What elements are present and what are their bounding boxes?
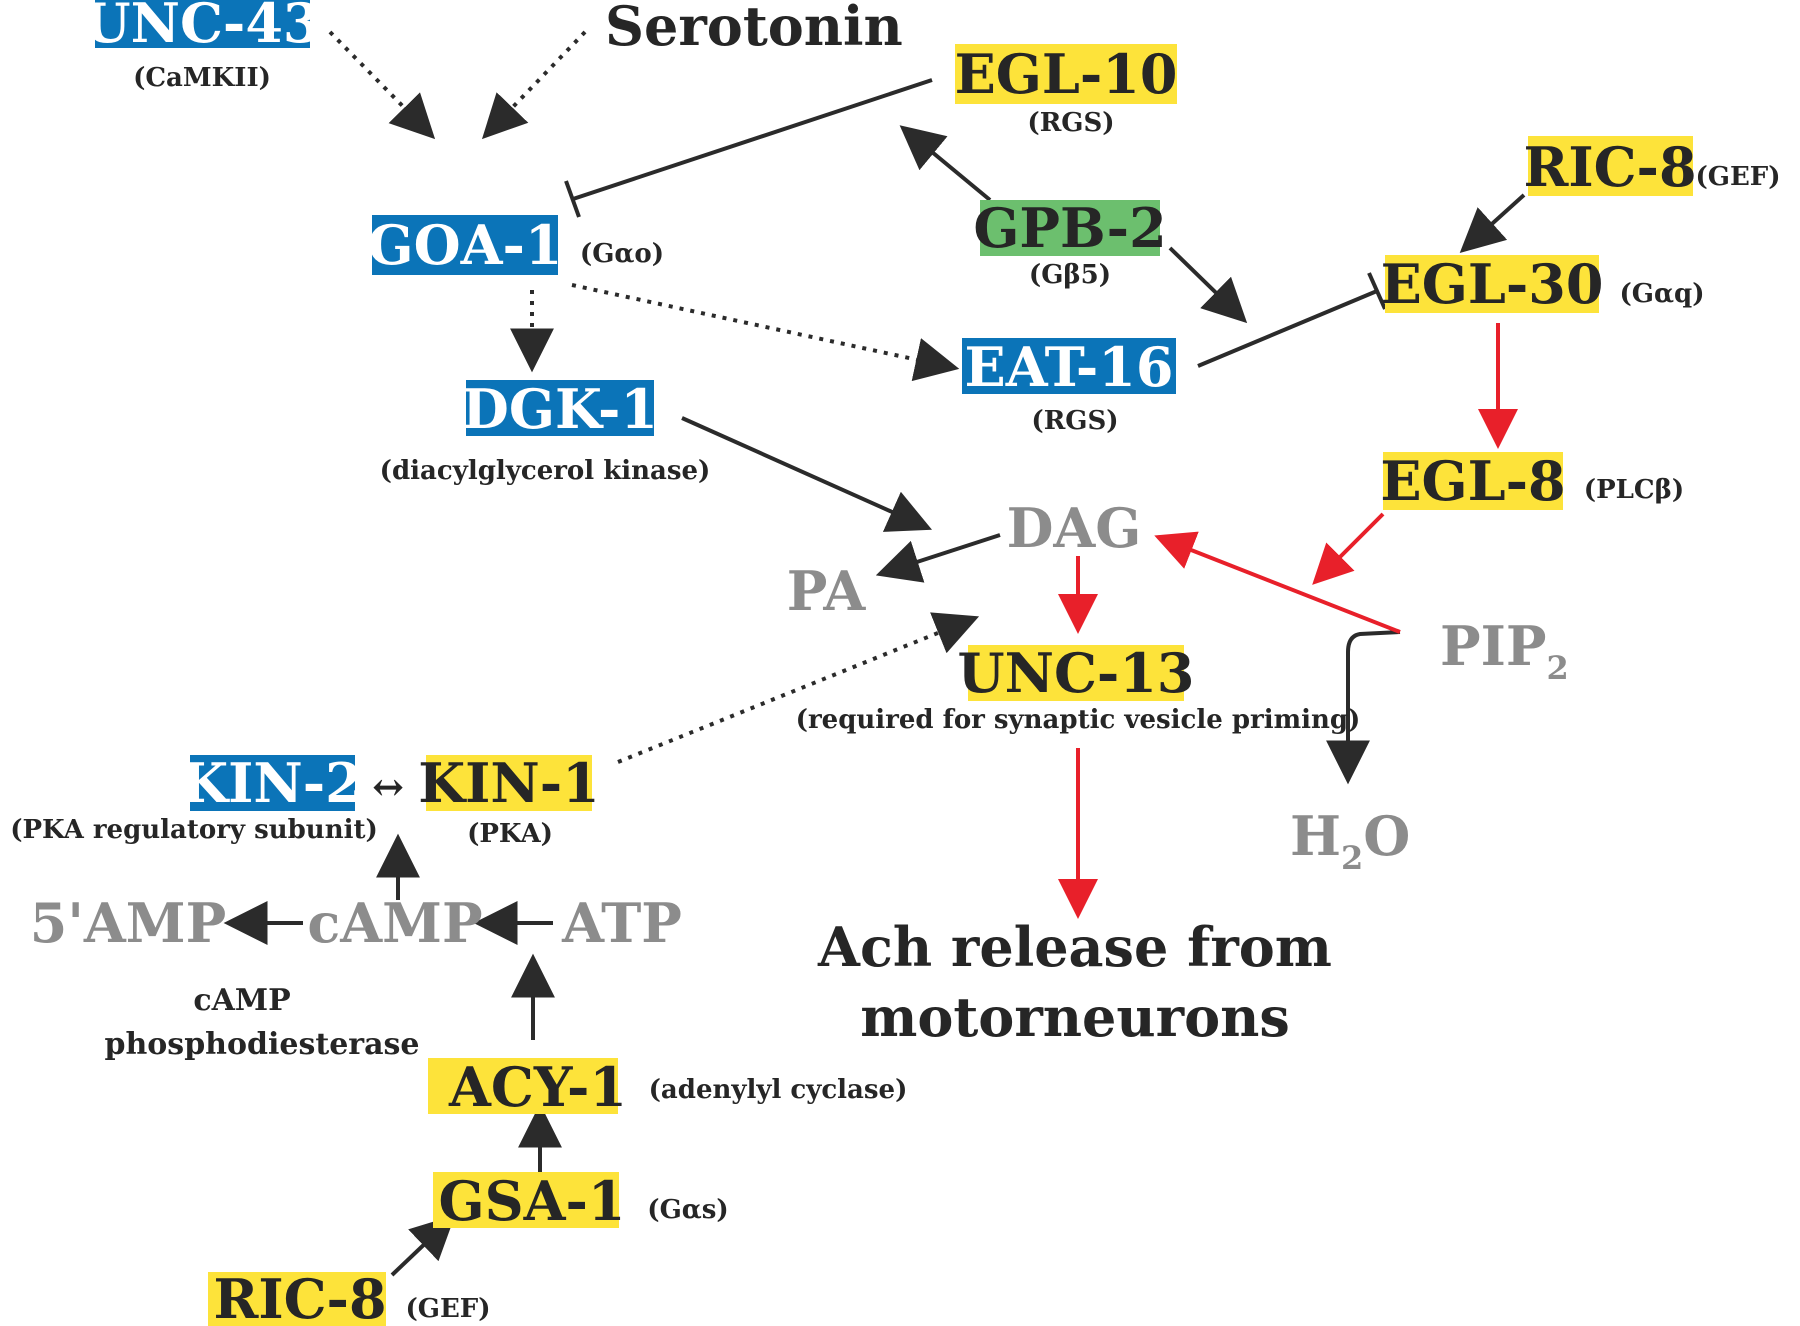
node-acy1: ACY-1 (adenylyl cyclase)	[428, 1055, 907, 1119]
goa1-label: GOA-1	[367, 213, 562, 277]
node-unc43: UNC-43 (CaMKII)	[84, 0, 321, 93]
egl8-box	[1383, 452, 1563, 510]
dgk1-box	[466, 380, 654, 436]
eat16-label: EAT-16	[965, 335, 1174, 399]
acy1-label: ACY-1	[448, 1055, 627, 1119]
ric8-top-desc: (GEF)	[1695, 162, 1780, 192]
eat16-box	[962, 338, 1176, 394]
edge-ric8-egl30	[1459, 193, 1526, 253]
edge-gpb2-eat16	[1168, 246, 1248, 324]
ric8-top-box	[1528, 136, 1693, 196]
eat16-desc: (RGS)	[1031, 406, 1118, 436]
unc13-box	[968, 645, 1184, 701]
dgk1-label: DGK-1	[462, 377, 658, 441]
atp-label: ATP	[561, 891, 682, 955]
amp5-label: 5'AMP	[30, 891, 226, 955]
unc43-desc: (CaMKII)	[133, 63, 271, 93]
edge-gpb2-egl10	[899, 125, 992, 202]
gsa1-box	[433, 1172, 619, 1228]
kin1-label: KIN-1	[418, 751, 600, 815]
gsa1-desc: (Gαs)	[647, 1195, 728, 1225]
egl30-desc: (Gαq)	[1620, 279, 1705, 309]
ric8-bottom-desc: (GEF)	[405, 1294, 490, 1324]
unc43-label: UNC-43	[84, 0, 321, 55]
gsa1-label: GSA-1	[439, 1169, 626, 1233]
kin2-label: KIN-2	[181, 751, 363, 815]
node-ric8-bottom: RIC-8 (GEF)	[208, 1267, 491, 1326]
gpb2-desc: (Gβ5)	[1029, 260, 1111, 290]
edge-serotonin-goa1	[481, 30, 587, 140]
edge-kin1-unc13	[617, 612, 980, 764]
edge-goa1-eat16	[571, 283, 960, 382]
egl10-desc: (RGS)	[1027, 108, 1114, 138]
dag-label: DAG	[1007, 496, 1142, 560]
pip2-label: PIP2	[1440, 614, 1569, 687]
node-eat16: EAT-16 (RGS)	[962, 335, 1176, 436]
serotonin-label: Serotonin	[605, 0, 903, 58]
edge-eat16-egl30-bar	[1367, 272, 1387, 310]
ric8-bottom-box	[208, 1272, 386, 1326]
pde-label-line1: cAMP	[193, 983, 290, 1018]
egl8-desc: (PLCβ)	[1584, 475, 1684, 505]
kin1-box	[426, 755, 592, 811]
egl30-box	[1385, 255, 1599, 313]
kin1-desc: (PKA)	[467, 819, 553, 849]
node-dgk1: DGK-1 (diacylglycerol kinase)	[380, 377, 711, 486]
pde-label-line2: phosphodiesterase	[105, 1027, 420, 1062]
camp-label: cAMP	[307, 891, 482, 955]
edge-dgk1-dag	[681, 416, 933, 532]
node-unc13: UNC-13 (required for synaptic vesicle pr…	[796, 641, 1361, 735]
ric8-top-label: RIC-8	[1523, 135, 1696, 199]
node-gpb2: GPB-2 (Gβ5)	[973, 196, 1166, 290]
edge-egl10-goa1-inhibit	[572, 78, 933, 201]
edge-egl10-goa1-bar	[564, 180, 581, 218]
gpb2-label: GPB-2	[973, 196, 1166, 260]
node-egl8: EGL-8 (PLCβ)	[1380, 449, 1684, 513]
kin2-box	[190, 755, 355, 811]
outcome-line2: motorneurons	[860, 985, 1290, 1049]
node-egl30: EGL-30 (Gαq)	[1381, 252, 1705, 316]
egl10-label: EGL-10	[955, 42, 1178, 106]
node-ric8-top: RIC-8 (GEF)	[1523, 135, 1780, 199]
node-egl10: EGL-10 (RGS)	[955, 42, 1178, 138]
egl30-label: EGL-30	[1381, 252, 1604, 316]
goa1-desc: (Gαo)	[580, 239, 664, 269]
node-kin2: KIN-2 (PKA regulatory subunit)	[10, 751, 378, 845]
unc43-box	[95, 0, 310, 48]
edge-unc43-goa1	[328, 30, 436, 140]
gpb2-box	[980, 200, 1160, 256]
outcome-line1: Ach release from	[817, 915, 1332, 979]
acy1-desc: (adenylyl cyclase)	[649, 1075, 908, 1105]
kin-link-symbol: ↔	[372, 764, 404, 809]
acy1-box	[428, 1058, 618, 1114]
edge-dag-pa	[875, 533, 1001, 583]
node-goa1: GOA-1 (Gαo)	[367, 213, 664, 277]
egl10-box	[955, 44, 1177, 104]
edge-pip2-h2o	[1326, 630, 1401, 785]
node-gsa1: GSA-1 (Gαs)	[433, 1169, 729, 1233]
egl8-label: EGL-8	[1380, 449, 1565, 513]
pa-label: PA	[787, 559, 867, 623]
unc13-label: UNC-13	[958, 641, 1195, 705]
edge-egl8-pip2	[1312, 512, 1385, 585]
kin2-desc: (PKA regulatory subunit)	[10, 815, 378, 845]
ric8-bottom-label: RIC-8	[213, 1267, 386, 1326]
dgk1-desc: (diacylglycerol kinase)	[380, 456, 711, 486]
goa1-box	[372, 215, 558, 275]
unc13-desc: (required for synaptic vesicle priming)	[796, 705, 1361, 735]
edge-pip2-dag	[1154, 531, 1401, 634]
edge-eat16-egl30-inhibit	[1197, 289, 1378, 368]
node-kin1: KIN-1 (PKA)	[418, 751, 600, 849]
h2o-label: H2O	[1290, 804, 1410, 877]
